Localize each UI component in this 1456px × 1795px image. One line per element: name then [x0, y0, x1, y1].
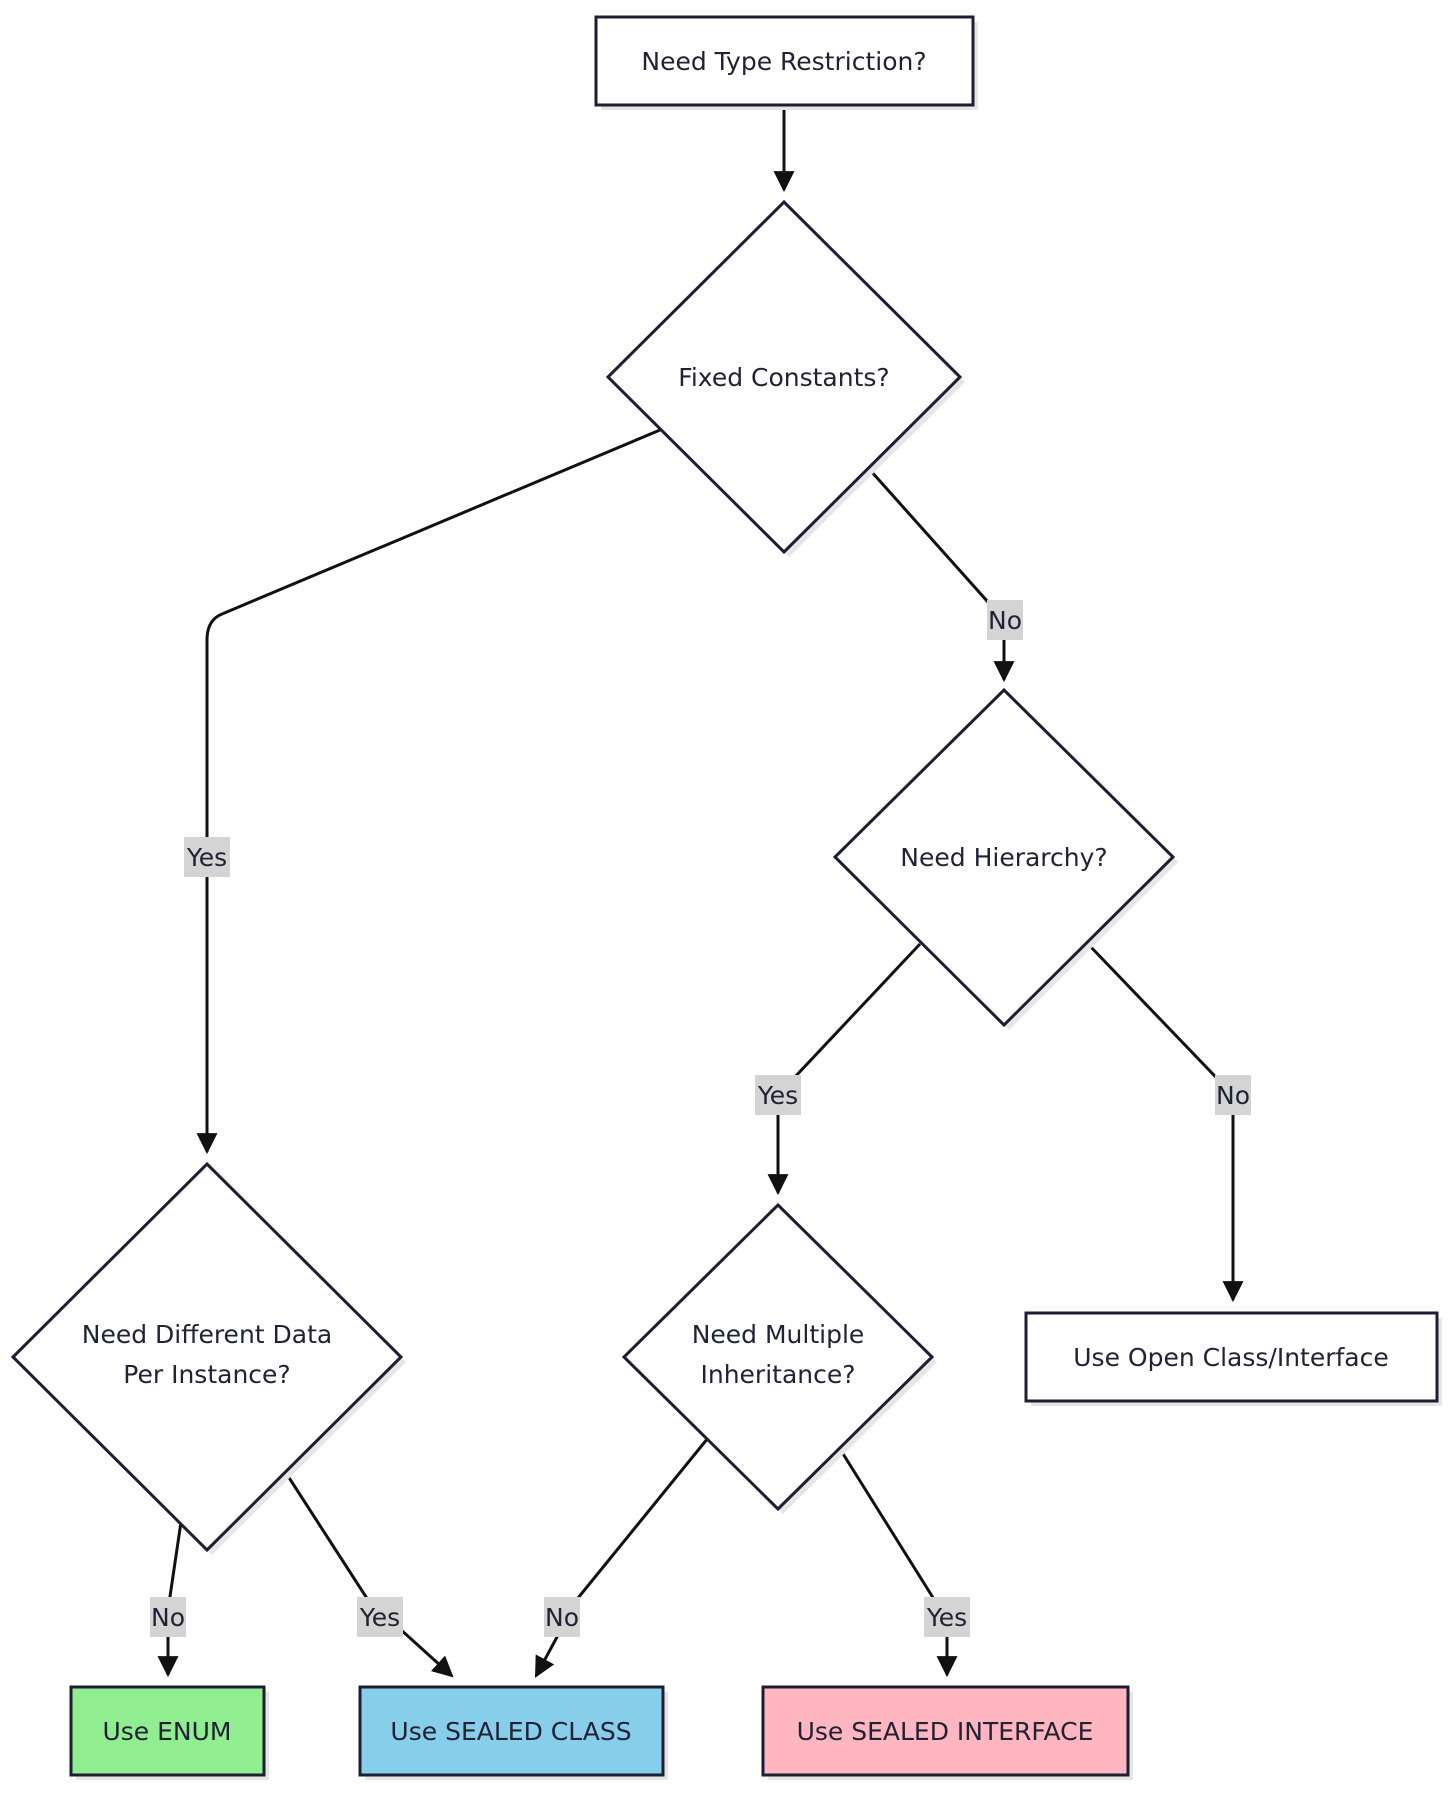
node-use-open-class-interface-text: Use Open Class/Interface: [1073, 1343, 1389, 1372]
decision-need-multiple-inheritance: Need Multiple Inheritance?: [621, 1202, 937, 1514]
edge-fixed-yes-to-diff: [196, 428, 661, 1155]
decision-need-different-data-line2: Per Instance?: [123, 1360, 290, 1389]
node-use-open-class-interface: Use Open Class/Interface: [1024, 1311, 1442, 1406]
decision-need-multiple-inheritance-line1: Need Multiple: [692, 1320, 865, 1349]
edge-label-hier-yes: Yes: [755, 1075, 801, 1115]
edge-label-hier-no: No: [1215, 1075, 1251, 1115]
node-need-type-restriction-text: Need Type Restriction?: [641, 47, 926, 76]
edge-multi-yes-to-sealed-interface: [838, 1448, 958, 1678]
edge-label-hier-yes-text: Yes: [757, 1081, 798, 1110]
edge-label-hier-no-text: No: [1216, 1081, 1250, 1110]
edge-fixed-no-to-hier: [868, 469, 1015, 683]
node-use-enum-text: Use ENUM: [102, 1717, 231, 1746]
decision-need-hierarchy: Need Hierarchy?: [832, 687, 1178, 1030]
edge-label-diff-yes: Yes: [357, 1597, 403, 1637]
edge-diff-yes-to-sealed-class: [284, 1472, 454, 1678]
node-use-sealed-class: Use SEALED CLASS: [358, 1685, 668, 1780]
edge-label-multi-yes: Yes: [924, 1597, 970, 1637]
edge-label-fixed-yes: Yes: [184, 837, 230, 877]
edge-label-multi-no: No: [544, 1597, 580, 1637]
edge-hier-no-to-open: [1086, 942, 1244, 1303]
edge-label-diff-no-text: No: [151, 1603, 185, 1632]
edge-label-diff-no: No: [150, 1597, 186, 1637]
node-use-sealed-interface: Use SEALED INTERFACE: [761, 1685, 1133, 1780]
edge-label-fixed-no: No: [987, 600, 1023, 640]
edge-hier-yes-to-multi: [767, 942, 922, 1196]
decision-need-hierarchy-text: Need Hierarchy?: [900, 843, 1107, 872]
edge-label-multi-no-text: No: [545, 1603, 579, 1632]
node-need-type-restriction: Need Type Restriction?: [594, 15, 978, 110]
edge-multi-no-to-sealed-class: [534, 1437, 710, 1678]
decision-need-different-data-line1: Need Different Data: [82, 1320, 332, 1349]
nodes: Need Type Restriction? Fixed Constants? …: [10, 15, 1442, 1780]
node-use-sealed-class-text: Use SEALED CLASS: [390, 1717, 631, 1746]
decision-fixed-constants: Fixed Constants?: [605, 199, 965, 557]
edge-labels: Yes No Yes No No Yes No Yes: [150, 600, 1251, 1637]
decision-fixed-constants-text: Fixed Constants?: [678, 363, 889, 392]
decision-need-multiple-inheritance-line2: Inheritance?: [700, 1360, 855, 1389]
edge-label-fixed-yes-text: Yes: [186, 843, 227, 872]
edge-label-multi-yes-text: Yes: [926, 1603, 967, 1632]
decision-need-different-data: Need Different Data Per Instance?: [10, 1161, 406, 1555]
node-use-enum: Use ENUM: [69, 1685, 269, 1780]
node-use-sealed-interface-text: Use SEALED INTERFACE: [797, 1717, 1094, 1746]
edge-label-diff-yes-text: Yes: [359, 1603, 400, 1632]
edge-label-fixed-no-text: No: [988, 606, 1022, 635]
